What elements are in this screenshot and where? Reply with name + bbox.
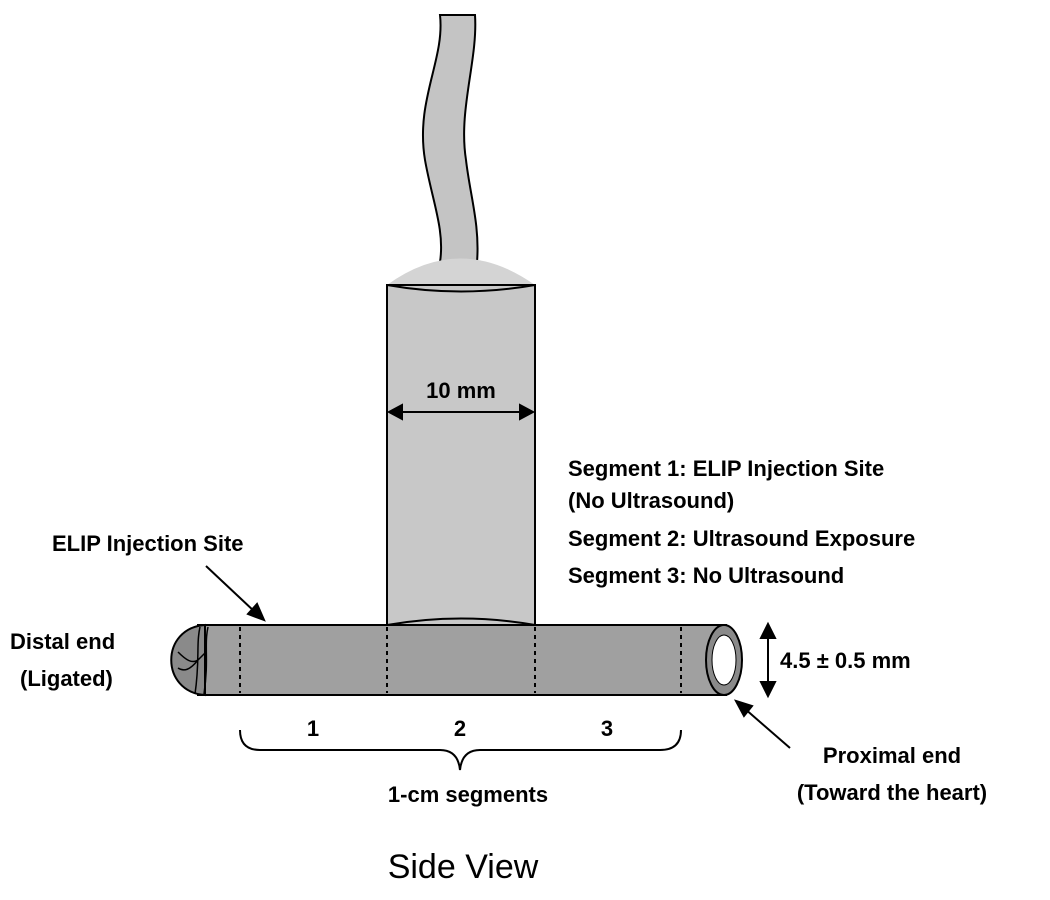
proximal-end-label: Proximal end: [823, 743, 961, 768]
proximal-lumen: [711, 634, 737, 686]
legend-line-1: Segment 1: ELIP Injection Site: [568, 456, 884, 481]
view-title: Side View: [388, 848, 539, 886]
transducer-top-edge: [386, 284, 536, 293]
width-dimension-label: 10 mm: [426, 378, 496, 403]
transducer-body: [386, 284, 536, 626]
proximal-end-sublabel: (Toward the heart): [797, 780, 987, 805]
segment-number-2: 2: [454, 716, 466, 741]
legend-line-3: Segment 2: Ultrasound Exposure: [568, 526, 915, 551]
proximal-end-arrow: [733, 699, 791, 749]
transducer-cap: [387, 258, 535, 285]
diameter-dimension-label: 4.5 ± 0.5 mm: [780, 648, 911, 673]
distal-end-sublabel: (Ligated): [20, 666, 113, 691]
injection-site-arrow: [205, 565, 266, 622]
vessel-body: [197, 624, 727, 696]
ligature-knot-icon: [177, 626, 209, 695]
legend-line-2: (No Ultrasound): [568, 488, 734, 513]
injection-site-label: ELIP Injection Site: [52, 531, 244, 556]
legend-line-4: Segment 3: No Ultrasound: [568, 563, 844, 588]
segments-brace: [239, 729, 682, 771]
width-dimension-arrow: [386, 403, 536, 421]
transducer-cable: [421, 14, 479, 263]
distal-end-label: Distal end: [10, 629, 115, 654]
segment-number-3: 3: [601, 716, 613, 741]
transducer-bottom-edge: [386, 617, 536, 626]
segment-number-1: 1: [307, 716, 319, 741]
segments-caption: 1-cm segments: [388, 782, 548, 807]
diameter-dimension-arrow: [759, 621, 777, 699]
segment-dividers: [239, 627, 682, 693]
